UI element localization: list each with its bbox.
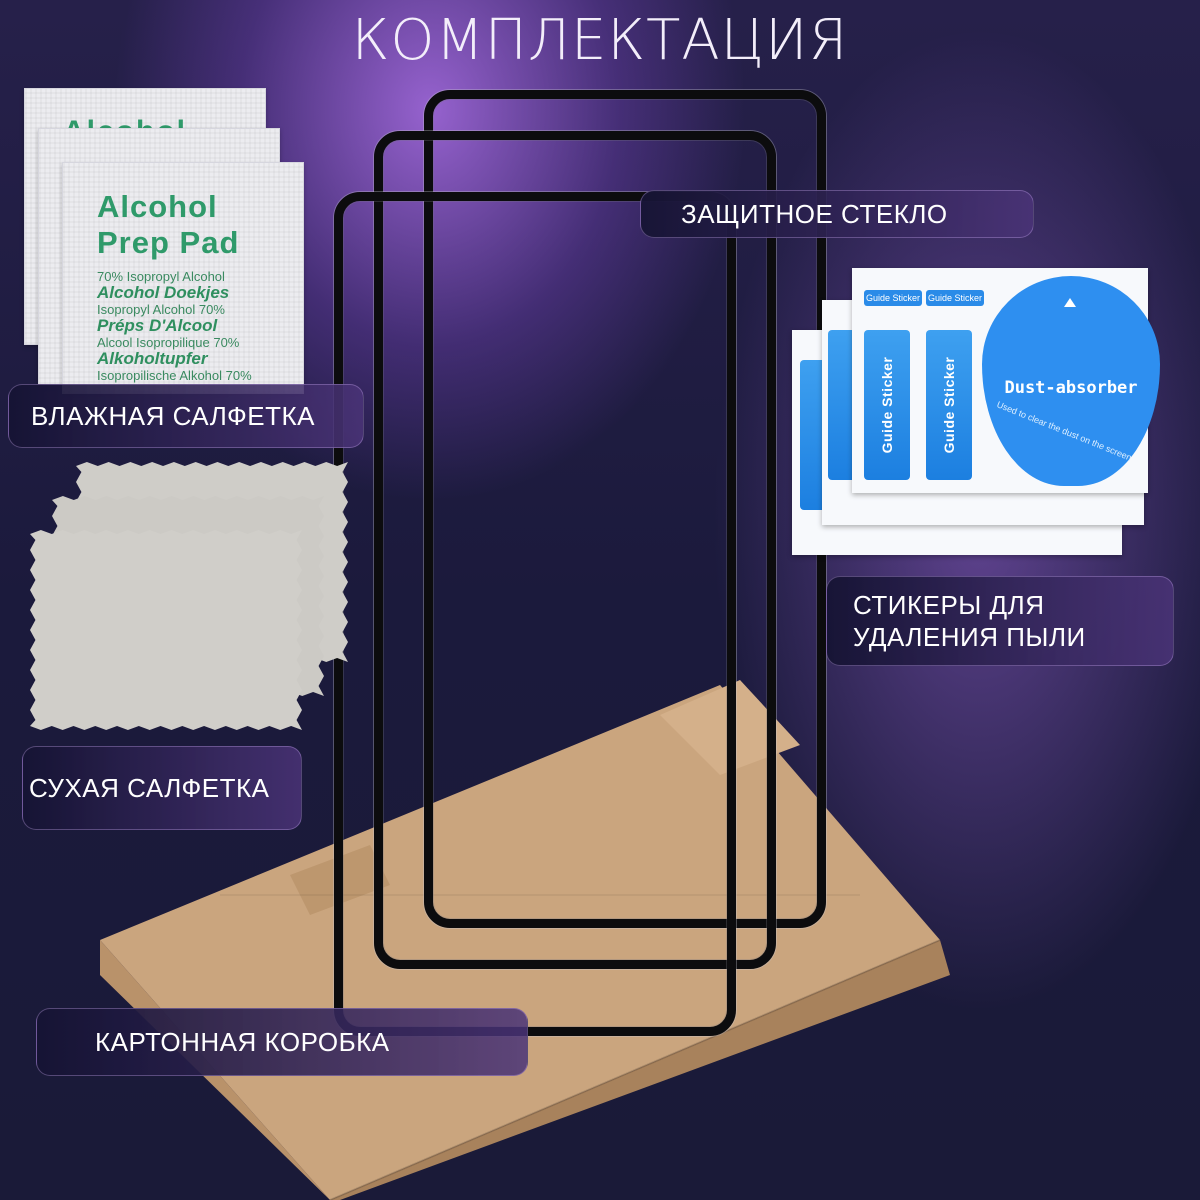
wipe-text-7: Alcool Isopropilique 70% (97, 335, 240, 350)
wipe-back-text: Alcohol (63, 115, 187, 130)
guide-sticker-strip: Guide Sticker (926, 330, 972, 480)
dry-cloth-front (30, 530, 302, 730)
box-right-side (330, 940, 950, 1200)
wet-wipe-pack-front: Alcohol Prep Pad 70% Isopropyl Alcohol A… (62, 162, 304, 394)
label-dust-stickers-line1: СТИКЕРЫ ДЛЯ (853, 590, 1045, 620)
wipe-title-line1: Alcohol (97, 189, 218, 224)
label-dry-wipe: СУХАЯ САЛФЕТКА (22, 746, 302, 830)
guide-sticker-text: Guide Sticker (879, 356, 895, 454)
glass-frame-middle (374, 131, 776, 969)
sticker-sheet-front: Guide Sticker Guide Sticker Guide Sticke… (852, 268, 1160, 493)
wipe-text-6: Préps D'Alcool (97, 316, 218, 335)
wipe-title-line2: Prep Pad (97, 225, 240, 260)
dust-absorber-sticker: Dust-absorber Used to clear the dust on … (982, 276, 1160, 486)
guide-sticker-strip: Guide Sticker (864, 330, 910, 480)
dust-absorber-subtext: Used to clear the dust on the screen (995, 399, 1134, 463)
label-wet-wipe-text: ВЛАЖНАЯ САЛФЕТКА (31, 400, 315, 431)
label-dry-wipe-text: СУХАЯ САЛФЕТКА (29, 772, 270, 803)
label-dust-stickers-line2: УДАЛЕНИЯ ПЫЛИ (853, 622, 1086, 652)
label-glass-text: ЗАЩИТНОЕ СТЕКЛО (681, 198, 948, 229)
guide-sticker-top-label: Guide Sticker (864, 290, 923, 306)
label-wet-wipe: ВЛАЖНАЯ САЛФЕТКА (8, 384, 364, 448)
wipe-text-8: Alkoholtupfer (97, 349, 208, 368)
wipe-text-4: Alcohol Doekjes (97, 283, 230, 302)
wipe-text-3: 70% Isopropyl Alcohol (97, 269, 225, 284)
dust-absorber-label: Dust-absorber (1004, 378, 1138, 398)
label-glass: ЗАЩИТНОЕ СТЕКЛО (640, 190, 1034, 238)
label-dust-stickers: СТИКЕРЫ ДЛЯ УДАЛЕНИЯ ПЫЛИ (826, 576, 1174, 666)
triangle-icon (1064, 298, 1076, 307)
wipe-text-9: Isopropilische Alkohol 70% (97, 368, 252, 383)
page-title: КОМПЛЕКТАЦИЯ (351, 8, 849, 73)
label-box-text: КАРТОННАЯ КОРОБКА (95, 1026, 390, 1057)
guide-sticker-text: Guide Sticker (941, 356, 957, 454)
guide-sticker-top-label: Guide Sticker (926, 290, 985, 306)
glass-frame-front (334, 192, 736, 1036)
label-box: КАРТОННАЯ КОРОБКА (36, 1008, 528, 1076)
wipe-text-5: Isopropyl Alcohol 70% (97, 302, 225, 317)
